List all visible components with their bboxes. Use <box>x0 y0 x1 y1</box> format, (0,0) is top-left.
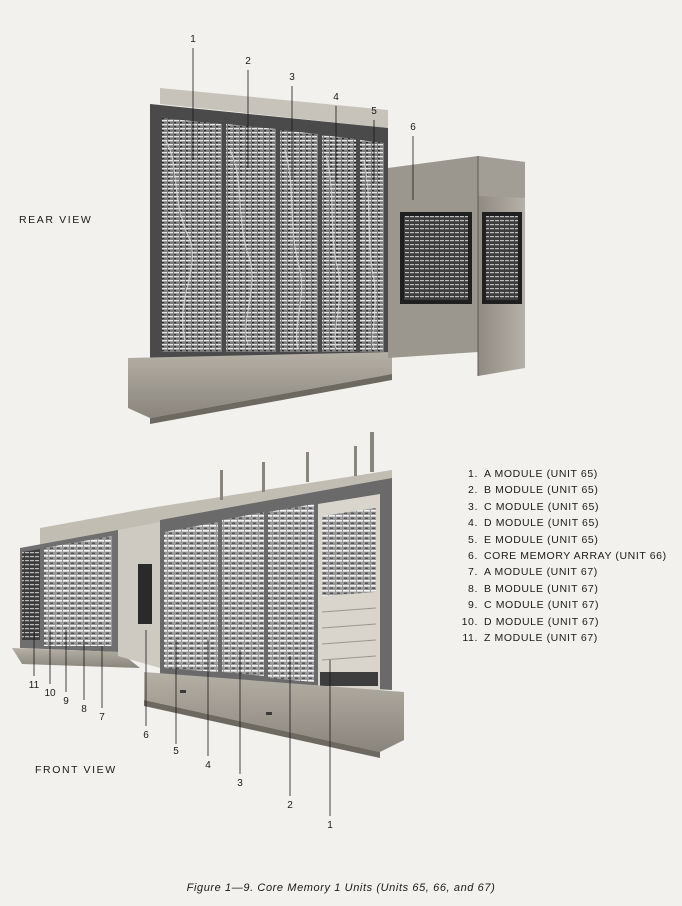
legend-number: 11. <box>462 631 478 644</box>
legend-item: 7. A MODULE (UNIT 67) <box>456 564 667 580</box>
legend-text: C MODULE (UNIT 67) <box>484 599 600 612</box>
front-callout-4: 4 <box>205 760 211 771</box>
front-callout-5: 5 <box>173 746 179 757</box>
legend-item: 1. A MODULE (UNIT 65) <box>456 466 667 482</box>
front-view-image <box>12 432 404 758</box>
front-callout-8: 8 <box>81 704 87 715</box>
figure-caption: Figure 1—9. Core Memory 1 Units (Units 6… <box>186 882 496 894</box>
legend-item: 10. D MODULE (UNIT 67) <box>456 614 667 630</box>
front-callout-1: 1 <box>327 820 333 831</box>
module-legend: 1. A MODULE (UNIT 65) 2. B MODULE (UNIT 65… <box>456 466 667 646</box>
legend-item: 4. D MODULE (UNIT 65) <box>456 515 667 531</box>
front-callout-7: 7 <box>99 712 105 723</box>
front-callout-6: 6 <box>143 730 149 741</box>
legend-text: CORE MEMORY ARRAY (UNIT 66) <box>484 549 667 562</box>
front-callout-10: 10 <box>44 688 56 699</box>
legend-text: B MODULE (UNIT 65) <box>484 484 599 497</box>
legend-text: Z MODULE (UNIT 67) <box>484 631 598 644</box>
front-callout-11: 11 <box>28 680 40 691</box>
legend-item: 3. C MODULE (UNIT 65) <box>456 499 667 515</box>
legend-text: B MODULE (UNIT 67) <box>484 582 599 595</box>
rear-callout-1: 1 <box>190 34 196 45</box>
legend-item: 11. Z MODULE (UNIT 67) <box>456 630 667 646</box>
legend-number: 4. <box>468 517 478 530</box>
legend-number: 10. <box>461 615 478 628</box>
front-callout-2: 2 <box>287 800 293 811</box>
legend-number: 1. <box>468 468 478 480</box>
legend-item: 6. CORE MEMORY ARRAY (UNIT 66) <box>456 548 667 564</box>
rear-callout-4: 4 <box>333 92 339 103</box>
legend-item: 5. E MODULE (UNIT 65) <box>456 532 667 548</box>
front-callout-9: 9 <box>63 696 69 707</box>
rear-view-image <box>128 88 525 424</box>
legend-number: 5. <box>468 533 478 546</box>
rear-callout-5: 5 <box>371 106 377 117</box>
legend-item: 2. B MODULE (UNIT 65) <box>456 482 667 498</box>
legend-number: 7. <box>468 566 478 579</box>
front-view-label: FRONT VIEW <box>35 764 117 776</box>
legend-text: C MODULE (UNIT 65) <box>484 500 600 513</box>
rear-callout-3: 3 <box>289 72 295 83</box>
rear-view-label: REAR VIEW <box>19 214 93 226</box>
legend-number: 9. <box>468 599 478 612</box>
legend-number: 2. <box>468 484 478 497</box>
legend-text: E MODULE (UNIT 65) <box>484 533 599 546</box>
front-callout-3: 3 <box>237 778 243 789</box>
rear-callout-6: 6 <box>410 122 416 133</box>
rear-callout-2: 2 <box>245 56 251 67</box>
legend-text: A MODULE (UNIT 65) <box>484 468 598 480</box>
rear-leader-lines <box>192 48 414 200</box>
legend-item: 9. C MODULE (UNIT 67) <box>456 597 667 613</box>
legend-number: 8. <box>468 582 478 595</box>
front-leader-lines <box>33 630 331 816</box>
legend-text: A MODULE (UNIT 67) <box>484 566 598 579</box>
legend-number: 3. <box>468 500 478 513</box>
legend-number: 6. <box>468 549 478 562</box>
legend-item: 8. B MODULE (UNIT 67) <box>456 581 667 597</box>
legend-text: D MODULE (UNIT 65) <box>484 517 600 530</box>
legend-text: D MODULE (UNIT 67) <box>484 615 600 628</box>
